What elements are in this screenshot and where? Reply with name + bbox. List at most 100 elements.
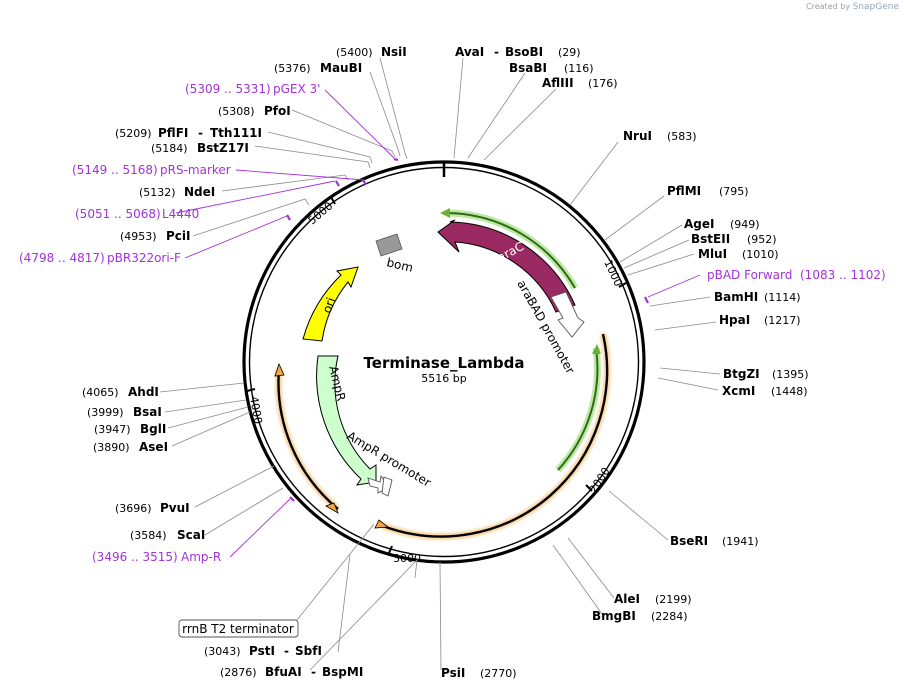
site-pos: (4065): [82, 386, 119, 399]
site-name: BsaI: [133, 405, 162, 419]
araC-feature[interactable]: araC: [437, 219, 576, 313]
site-name: PsiI: [441, 666, 465, 680]
primer-pBAD-Forward[interactable]: pBAD Forward (1083 .. 1102): [707, 268, 886, 282]
backbone: [242, 160, 646, 564]
ori-feature[interactable]: ori: [302, 266, 359, 342]
site-name: AleI: [614, 592, 640, 606]
site-AseI[interactable]: (3890) AseI: [93, 440, 168, 454]
primer-labels: (5309 .. 5331) pGEX 3' (5149 .. 5168) pR…: [19, 82, 886, 564]
site-AvaI-BsoBI[interactable]: AvaI - BsoBI (29): [455, 45, 581, 59]
site-BamHI[interactable]: BamHI (1114): [714, 290, 801, 304]
primer-name: pBR322ori-F: [107, 251, 181, 265]
primer-Amp-R[interactable]: (3496 .. 3515) Amp-R: [92, 550, 221, 564]
site-AflIII[interactable]: AflIII (176): [542, 76, 618, 90]
site-NdeI[interactable]: (5132) NdeI: [139, 185, 215, 199]
site-BstZ17I[interactable]: (5184) BstZ17I: [151, 141, 249, 155]
site-NruI[interactable]: NruI (583): [623, 129, 697, 143]
site-name: MluI: [698, 247, 727, 261]
site-AgeI[interactable]: AgeI (949): [684, 217, 760, 231]
plasmid-length: 5516 bp: [421, 372, 466, 385]
site-pos: (5132): [139, 186, 176, 199]
tick-label-4000: 4000: [247, 395, 265, 425]
primer-range: (5149 .. 5168): [72, 163, 158, 177]
site-PciI[interactable]: (4953) PciI: [120, 229, 191, 243]
site-BseRI[interactable]: BseRI (1941): [670, 534, 759, 548]
site-pos: (583): [667, 130, 697, 143]
site-XcmI[interactable]: XcmI (1448): [722, 384, 808, 398]
primer-marks: [286, 157, 649, 502]
site-pos: (1114): [764, 291, 801, 304]
site-name: PciI: [166, 229, 191, 243]
site-BsaI[interactable]: (3999) BsaI: [87, 405, 162, 419]
site-name: AgeI: [684, 217, 714, 231]
ori-label: ori: [320, 296, 338, 315]
site-pos: (952): [747, 233, 777, 246]
site-name: PfoI: [264, 104, 291, 118]
site-name: AvaI: [455, 45, 484, 59]
site-name: AhdI: [128, 385, 159, 399]
site-PvuI[interactable]: (3696) PvuI: [115, 501, 190, 515]
site-pos: (3584): [130, 529, 167, 542]
primer-pRS-marker[interactable]: (5149 .. 5168) pRS-marker: [72, 163, 231, 177]
site-PflFI-Tth111I[interactable]: (5209) PflFI - Tth111I: [115, 126, 262, 140]
site-PfoI[interactable]: (5308) PfoI: [218, 104, 291, 118]
site-pos: (3947): [94, 423, 131, 436]
snapgene-brand: SnapGene: [852, 2, 899, 12]
site-pos: (3999): [87, 406, 124, 419]
site-pos: (5184): [151, 142, 188, 155]
primer-L4440[interactable]: (5051 .. 5068) L4440: [75, 207, 199, 221]
site-BglI[interactable]: (3947) BglI: [94, 422, 166, 436]
site-BfuAI-BspMI[interactable]: (2876) BfuAI - BspMI: [220, 665, 363, 679]
site-name-2: BspMI: [322, 665, 363, 679]
primer-name: pRS-marker: [160, 163, 231, 177]
site-name: PstI: [249, 644, 275, 658]
site-pos: (3696): [115, 502, 152, 515]
credit-prefix: Created by: [806, 2, 851, 11]
leader-lines: [159, 57, 721, 671]
site-name: AseI: [139, 440, 168, 454]
site-name: MauBI: [320, 61, 362, 75]
site-pos: (3890): [93, 441, 130, 454]
tick-label-1000: 1000: [601, 258, 625, 289]
site-pos: (3043): [204, 645, 241, 658]
site-pos: (1217): [764, 314, 801, 327]
site-sep: -: [284, 644, 289, 658]
primer-pGEX3[interactable]: (5309 .. 5331) pGEX 3': [185, 82, 320, 96]
rrnB-terminator-label[interactable]: rrnB T2 terminator: [178, 619, 299, 638]
site-PsiI[interactable]: PsiI (2770): [441, 666, 517, 680]
site-pos: (2284): [651, 610, 688, 623]
site-BmgBI[interactable]: BmgBI (2284): [592, 609, 688, 623]
site-pos: (5209): [115, 127, 152, 140]
site-name: BstZ17I: [197, 141, 249, 155]
site-name: ScaI: [177, 528, 205, 542]
site-pos: (5400): [336, 46, 373, 59]
site-name-2: BsoBI: [505, 45, 543, 59]
site-AleI[interactable]: AleI (2199): [614, 592, 692, 606]
bom-feature[interactable]: bom: [375, 233, 414, 275]
site-name-2: Tth111I: [210, 126, 262, 140]
site-BsaBI[interactable]: BsaBI (116): [509, 61, 594, 75]
plasmid-name: Terminase_Lambda: [364, 354, 525, 372]
site-MluI[interactable]: MluI (1010): [698, 247, 779, 261]
tick-marks: [246, 196, 627, 554]
AmpR-feature[interactable]: AmpR: [316, 355, 377, 486]
orf-arc-right: [382, 333, 609, 538]
primer-pBR322ori-F[interactable]: (4798 .. 4817) pBR322ori-F: [19, 251, 181, 265]
site-AhdI[interactable]: (4065) AhdI: [82, 385, 159, 399]
site-PflMI[interactable]: PflMI (795): [667, 184, 749, 198]
site-PstI-SbfI[interactable]: (3043) PstI - SbfI: [204, 644, 322, 658]
site-name: PflFI: [158, 126, 188, 140]
site-name: BstEII: [691, 232, 730, 246]
site-pos: (2876): [220, 666, 257, 679]
site-MauBI[interactable]: (5376) MauBI: [274, 61, 362, 75]
site-BtgZI[interactable]: BtgZI (1395): [723, 367, 809, 381]
site-name: BmgBI: [592, 609, 636, 623]
site-pos: (1448): [771, 385, 808, 398]
site-ScaI[interactable]: (3584) ScaI: [130, 528, 205, 542]
site-pos: (1010): [742, 248, 779, 261]
site-NsiI[interactable]: (5400) NsiI: [336, 45, 407, 59]
primer-name: Amp-R: [181, 550, 221, 564]
bom-label: bom: [385, 255, 414, 275]
site-BstEII[interactable]: BstEII (952): [691, 232, 777, 246]
site-HpaI[interactable]: HpaI (1217): [719, 313, 801, 327]
